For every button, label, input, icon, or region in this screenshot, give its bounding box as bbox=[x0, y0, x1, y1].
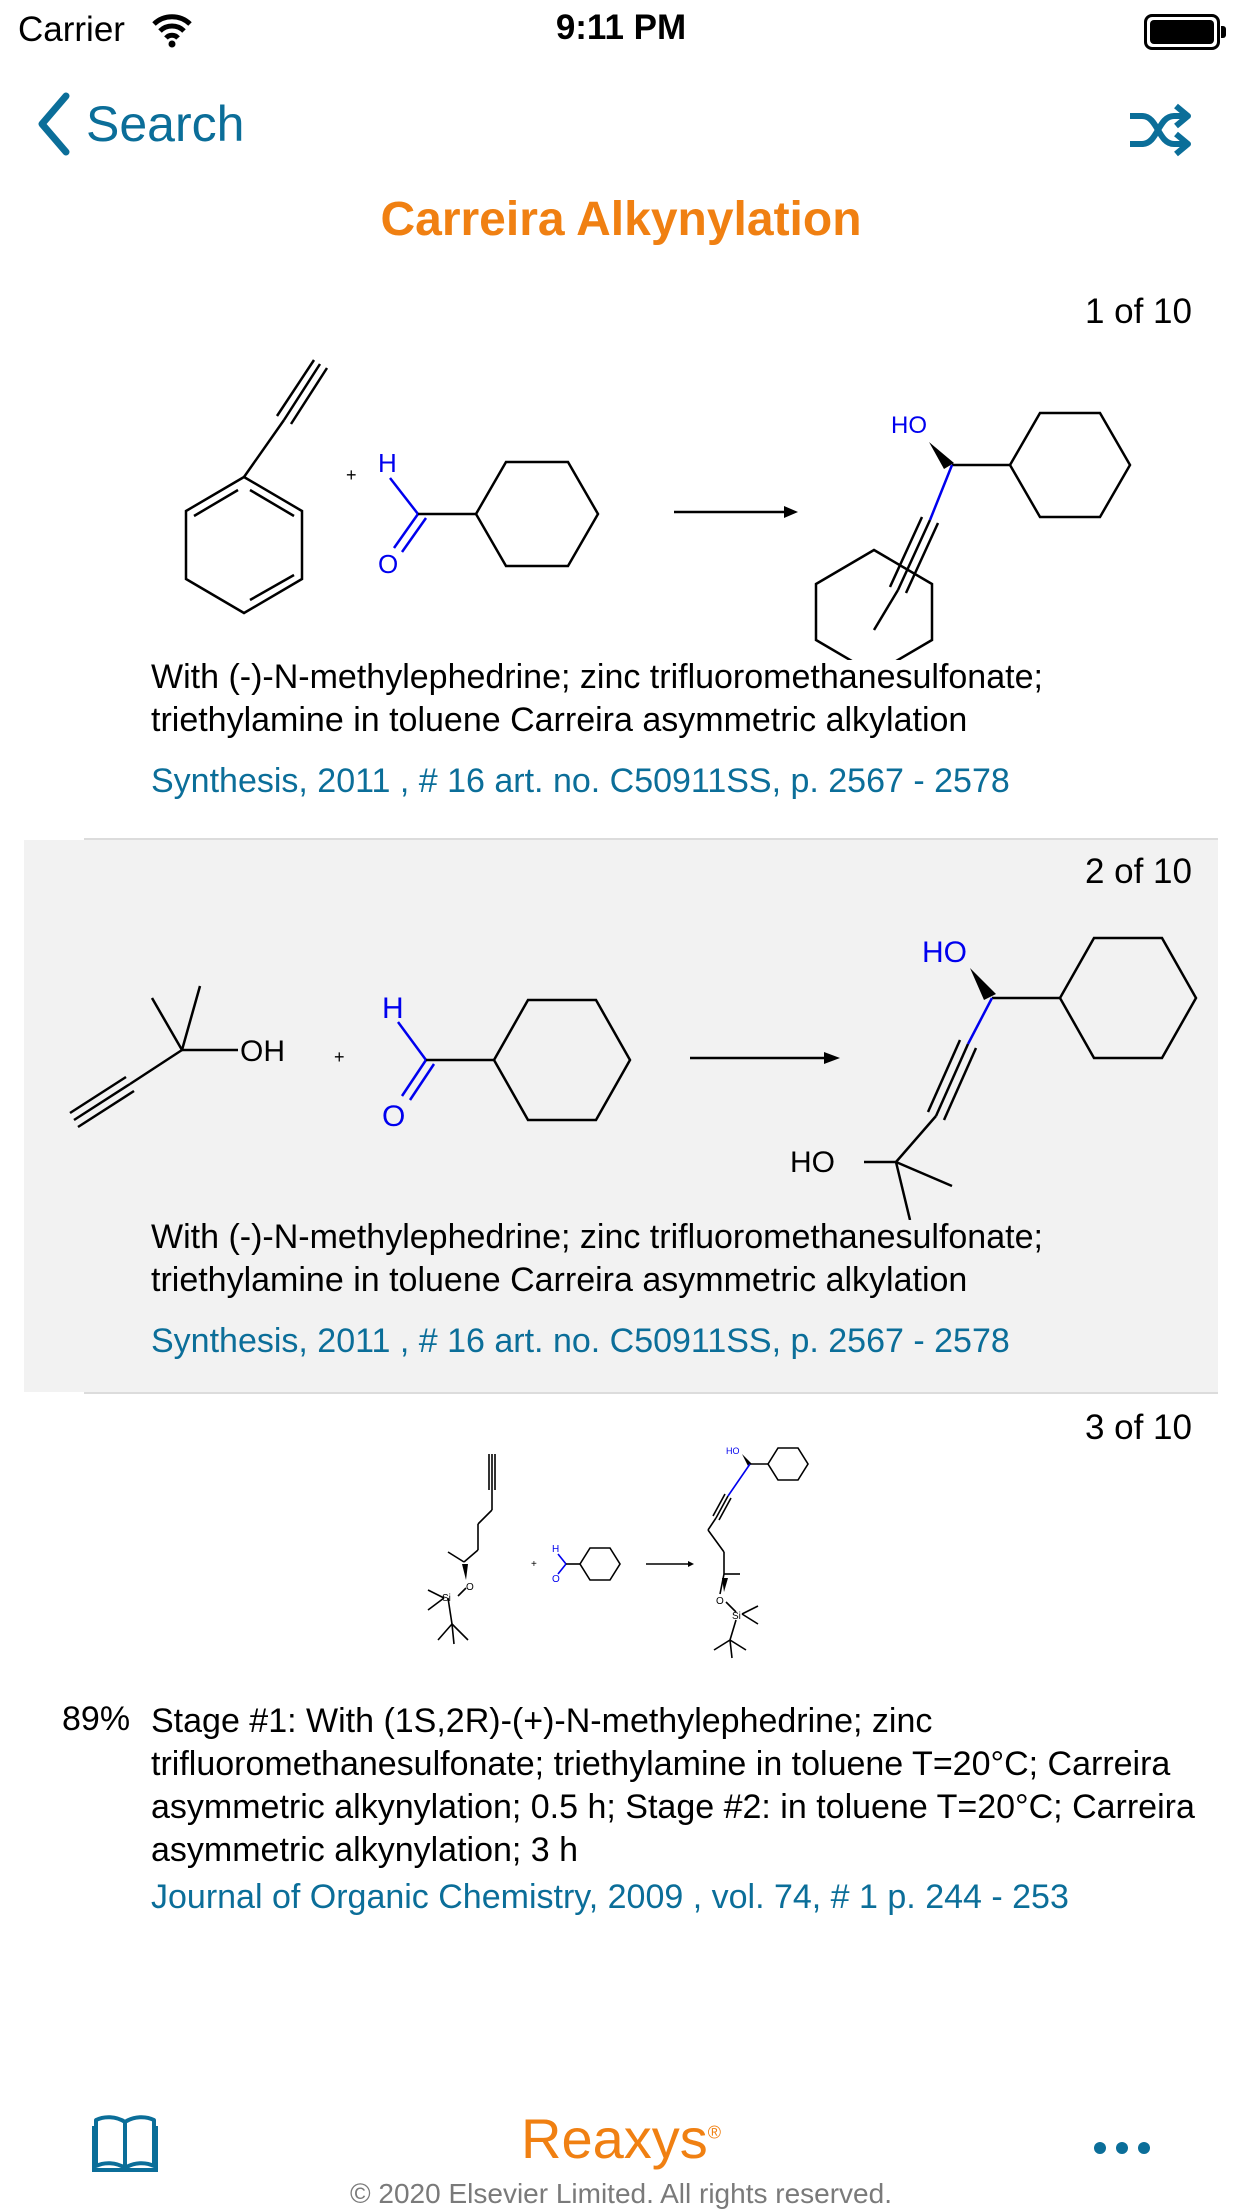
footer-bar: Reaxys® © 2020 Elsevier Limited. All rig… bbox=[0, 2100, 1242, 2209]
hydroxyl-label: OH bbox=[240, 1035, 285, 1068]
chevron-left-icon bbox=[38, 92, 70, 156]
divider bbox=[84, 838, 1218, 840]
back-button[interactable]: Search bbox=[34, 92, 244, 156]
oxygen-label: O bbox=[552, 1574, 560, 1585]
oxygen-label: O bbox=[378, 549, 398, 579]
silicon-label: Si bbox=[732, 1611, 741, 1622]
hydroxyl-label: HO bbox=[891, 412, 927, 439]
nav-bar: Search bbox=[0, 70, 1242, 180]
divider bbox=[84, 1392, 1218, 1394]
battery-icon bbox=[1144, 14, 1226, 50]
reaction-scheme: O Si + H O HO bbox=[427, 1446, 809, 1659]
reaction-scheme: OH + H O HO HO bbox=[69, 936, 1198, 1220]
result-counter: 3 of 10 bbox=[1084, 1408, 1192, 1447]
result-item[interactable]: 3 of 10 O Si + H O bbox=[24, 1394, 1218, 1934]
book-icon[interactable] bbox=[92, 2112, 158, 2172]
page-title: Carreira Alkynylation bbox=[380, 193, 862, 246]
reaction-conditions: Stage #1: With (1S,2R)-(+)-N-methylephed… bbox=[151, 1702, 1195, 1869]
back-label: Search bbox=[86, 96, 245, 152]
oxygen-label: O bbox=[716, 1596, 724, 1607]
hydroxyl-label: HO bbox=[922, 936, 967, 969]
shuffle-icon[interactable] bbox=[1128, 102, 1192, 158]
reference-link[interactable]: Journal of Organic Chemistry, 2009 , vol… bbox=[151, 1878, 1069, 1916]
reference-link[interactable]: Synthesis, 2011 , # 16 art. no. C50911SS… bbox=[151, 762, 1010, 800]
hydrogen-label: H bbox=[382, 992, 404, 1025]
clock: 9:11 PM bbox=[555, 8, 687, 47]
more-icon[interactable] bbox=[1092, 2140, 1152, 2156]
reaction-conditions: With (-)-N-methylephedrine; zinc trifluo… bbox=[151, 658, 1043, 739]
hydrogen-label: H bbox=[378, 448, 397, 478]
reference-link[interactable]: Synthesis, 2011 , # 16 art. no. C50911SS… bbox=[151, 1322, 1010, 1360]
reaction-conditions: With (-)-N-methylephedrine; zinc trifluo… bbox=[151, 1218, 1043, 1299]
plus-sign: + bbox=[531, 1559, 537, 1570]
plus-sign: + bbox=[334, 1047, 345, 1067]
silicon-label: Si bbox=[442, 1593, 451, 1604]
plus-sign: + bbox=[346, 465, 357, 485]
yield-value: 89% bbox=[62, 1700, 131, 1738]
copyright-text: © 2020 Elsevier Limited. All rights rese… bbox=[350, 2178, 892, 2209]
reaction-scheme: + H O HO bbox=[184, 359, 1132, 660]
hydrogen-label: H bbox=[552, 1544, 559, 1555]
carrier-label: Carrier bbox=[18, 10, 125, 49]
result-counter: 1 of 10 bbox=[1084, 292, 1192, 331]
reaxys-logo: Reaxys® bbox=[521, 2107, 721, 2170]
hydroxyl-label: HO bbox=[790, 1146, 835, 1179]
oxygen-label: O bbox=[382, 1100, 405, 1133]
hydroxyl-label: HO bbox=[726, 1446, 740, 1456]
wifi-icon bbox=[152, 14, 192, 48]
result-counter: 2 of 10 bbox=[1084, 852, 1192, 891]
oxygen-label: O bbox=[466, 1582, 474, 1593]
status-bar: Carrier 9:11 PM bbox=[0, 0, 1242, 62]
result-item[interactable]: 2 of 10 OH + H O HO bbox=[24, 840, 1218, 1392]
result-item[interactable]: 1 of 10 + H O HO bbox=[24, 280, 1218, 828]
